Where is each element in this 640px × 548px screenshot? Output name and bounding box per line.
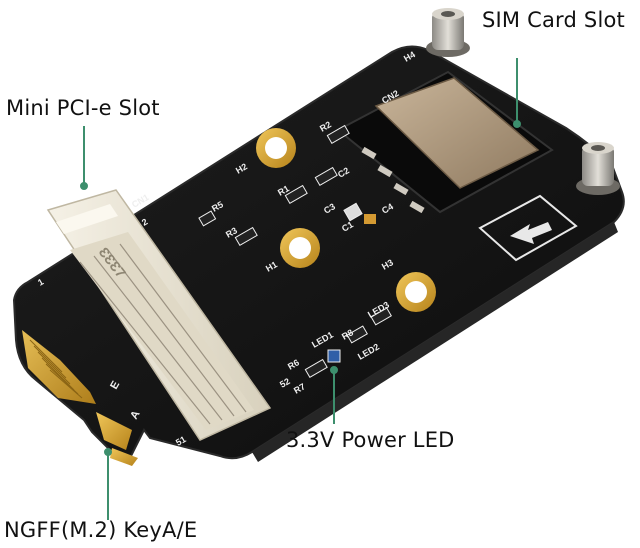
mini-pcie-socket: ƐƐƐ7 — [46, 189, 272, 441]
silk-r8: R8 — [340, 327, 355, 341]
silk-r1: R1 — [276, 183, 291, 197]
silk-r7: R7 — [292, 381, 307, 395]
ngff-key-label: NGFF(M.2) KeyA/E — [4, 518, 198, 542]
silk-pin51: 51 — [174, 434, 188, 448]
silk-pin52: 52 — [278, 376, 292, 390]
silk-r3: R3 — [224, 225, 239, 239]
sim-card-slot-label: SIM Card Slot — [482, 8, 625, 32]
silk-r5: R5 — [210, 199, 225, 213]
silk-pin1: 1 — [36, 277, 45, 288]
m2-edge-connector — [22, 330, 138, 466]
sim-card-slot — [336, 70, 554, 214]
pcb-edge — [252, 222, 618, 462]
silk-h1: H1 — [264, 259, 279, 273]
silk-pin2: 2 — [140, 217, 149, 228]
silk-h3: H3 — [380, 257, 395, 271]
mounting-holes — [256, 128, 436, 312]
insert-arrow-marking — [478, 194, 578, 262]
mini-pcie-slot-label: Mini PCI-e Slot — [6, 96, 160, 120]
silk-r6: R6 — [286, 357, 301, 371]
silk-h4: H4 — [402, 49, 417, 63]
silk-r2: R2 — [318, 119, 333, 133]
silk-c2: C2 — [336, 165, 351, 179]
smd-components — [198, 124, 392, 379]
silk-c3: C3 — [322, 201, 337, 215]
power-led-label: 3.3V Power LED — [286, 428, 455, 452]
silk-c1: C1 — [340, 219, 355, 233]
silk-h2: H2 — [234, 161, 249, 175]
silk-c4: C4 — [380, 201, 395, 215]
standoffs — [426, 8, 620, 195]
